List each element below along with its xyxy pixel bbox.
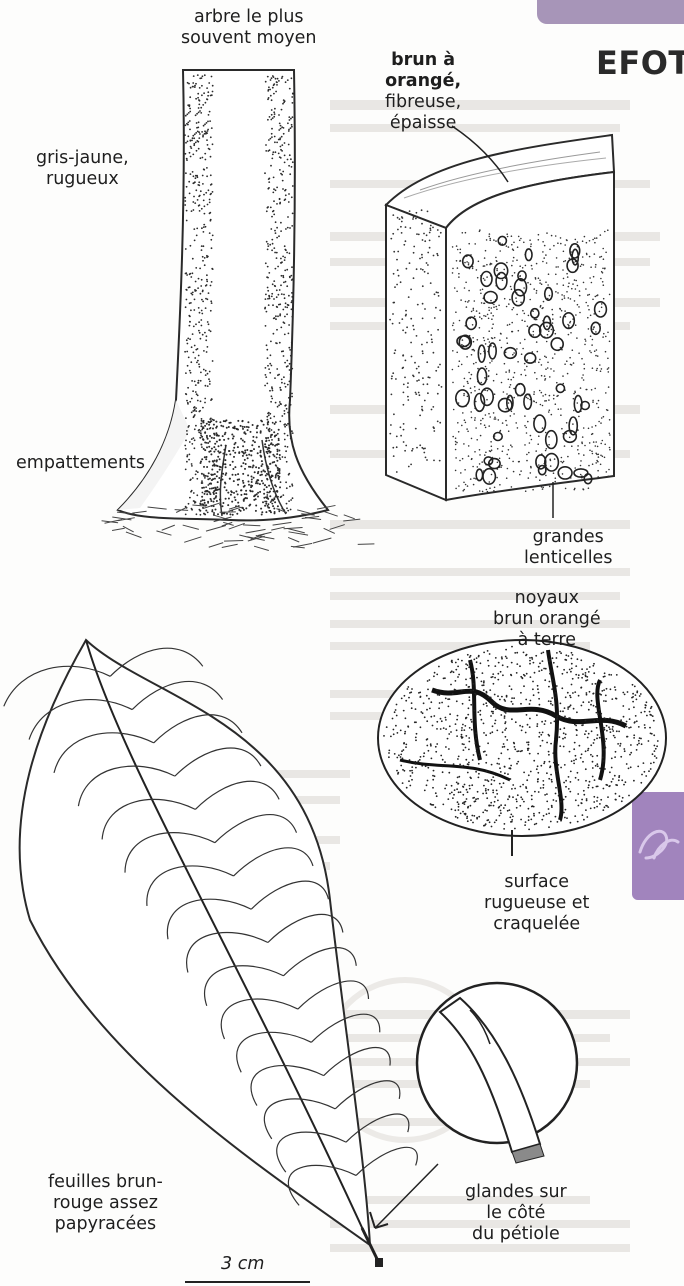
label-bark-color: gris-jaune,rugueux	[36, 148, 129, 190]
seed-drawing	[378, 640, 666, 856]
label-buttresses: empattements	[16, 453, 145, 474]
petiole-magnifier	[417, 983, 577, 1163]
scale-label: 3 cm	[221, 1254, 264, 1275]
